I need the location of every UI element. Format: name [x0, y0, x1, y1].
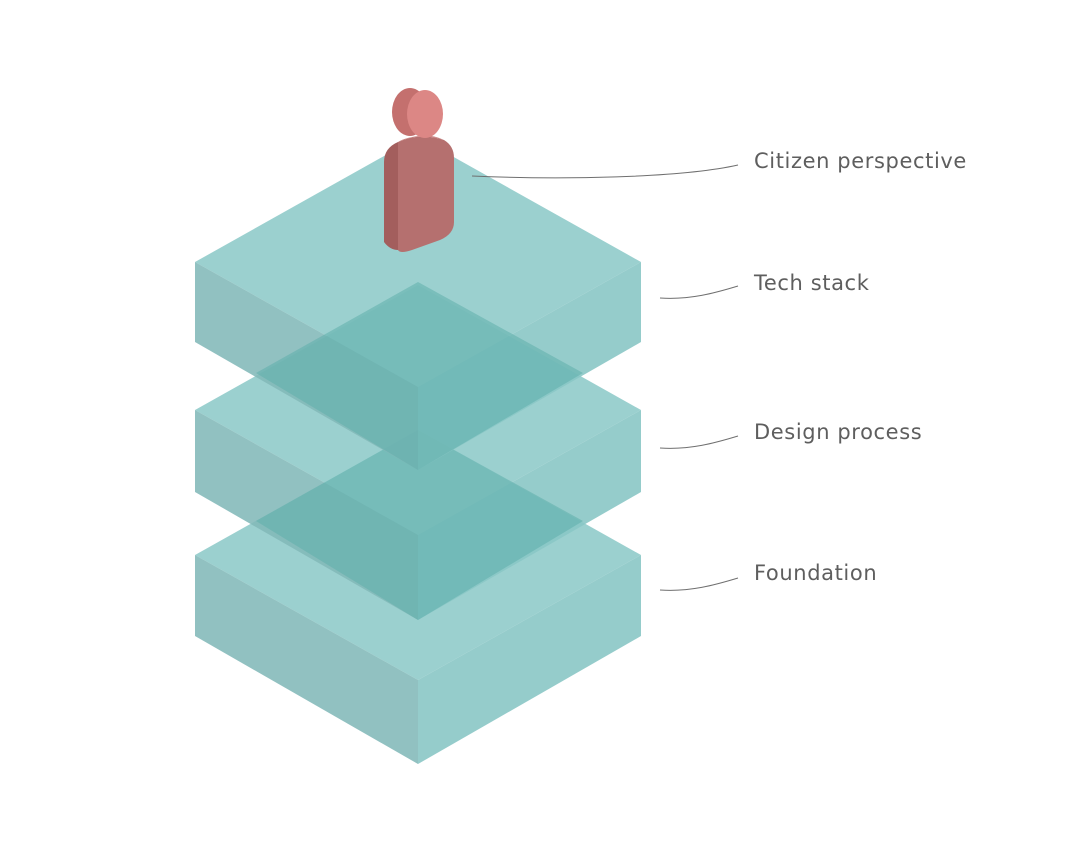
label-foundation: Foundation	[754, 561, 877, 585]
leader-line-foundation	[659, 577, 739, 591]
person-figure-icon	[384, 88, 454, 252]
leader-line-citizen	[471, 164, 739, 179]
label-citizen-perspective: Citizen perspective	[754, 149, 967, 173]
leader-line-design	[659, 435, 739, 449]
slab-tech-stack	[195, 137, 641, 470]
leader-line-tech	[659, 285, 739, 299]
label-design-process: Design process	[754, 420, 922, 444]
label-tech-stack: Tech stack	[753, 271, 870, 295]
